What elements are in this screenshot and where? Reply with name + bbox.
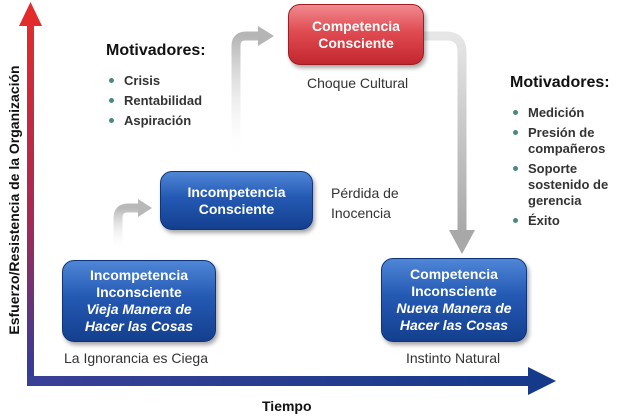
connector-3-head — [449, 230, 475, 254]
box-line: Incompetencia — [89, 267, 189, 283]
caption-conscious-incompetence: Pérdida de Inocencia — [331, 183, 399, 223]
box-line: Competencia — [312, 17, 400, 34]
y-axis-arrow — [19, 2, 42, 384]
list-item: Medición — [511, 105, 621, 121]
x-axis-shaft — [27, 376, 532, 386]
y-axis-arrowhead — [19, 2, 42, 26]
box-line-italic: Nueva Manera de — [396, 300, 512, 316]
connector-2-path — [231, 31, 260, 160]
box-line: Inconsciente — [411, 283, 497, 299]
connector-1-path — [113, 203, 140, 250]
caption-line: Inocencia — [331, 205, 391, 221]
box-line-italic: Hacer las Cosas — [399, 317, 509, 333]
motivators-left-list: Crisis Rentabilidad Aspiración — [107, 73, 237, 133]
list-item: Éxito — [511, 213, 621, 229]
box-line: Incompetencia — [187, 183, 286, 200]
x-axis-arrow — [27, 367, 556, 395]
box-unconscious-competence: Competencia Inconsciente Nueva Manera de… — [381, 258, 527, 342]
motivators-right-list: Medición Presión de compañeros Soporte s… — [511, 105, 621, 233]
y-axis-label: Esfuerzo/Resistencia de la Organización — [6, 65, 22, 335]
x-axis-label: Tiempo — [262, 398, 312, 414]
box-conscious-competence: Competencia Consciente — [288, 4, 424, 65]
connector-arrow-1 — [113, 199, 152, 250]
list-item: Rentabilidad — [107, 93, 237, 109]
y-axis-shaft — [27, 22, 34, 384]
x-axis-arrowhead — [528, 367, 556, 395]
connector-2-head — [258, 26, 274, 46]
box-line: Consciente — [318, 34, 394, 51]
box-line: Competencia — [410, 266, 498, 282]
list-item: Presión de compañeros — [511, 125, 621, 157]
box-conscious-incompetence: Incompetencia Consciente — [160, 171, 313, 230]
caption-unconscious-competence: Instinto Natural — [406, 350, 501, 366]
motivators-left-title: Motivadores: — [106, 42, 206, 59]
box-line: Inconsciente — [96, 284, 182, 300]
list-item: Aspiración — [107, 113, 237, 129]
caption-line: Pérdida de — [331, 185, 399, 201]
connector-3-path — [424, 31, 467, 232]
list-item: Crisis — [107, 73, 237, 89]
motivators-right-title: Motivadores: — [510, 74, 610, 91]
connector-arrow-2 — [231, 26, 274, 160]
connector-1-head — [138, 199, 152, 217]
box-unconscious-incompetence: Incompetencia Inconsciente Vieja Manera … — [62, 260, 216, 342]
caption-unconscious-incompetence: La Ignorancia es Ciega — [64, 350, 208, 366]
box-line: Consciente — [198, 200, 275, 217]
connector-arrow-3 — [424, 31, 475, 254]
list-item: Soporte sostenido de gerencia — [511, 161, 621, 209]
box-line-italic: Vieja Manera de — [86, 301, 192, 317]
caption-conscious-competence: Choque Cultural — [307, 75, 409, 91]
box-line-italic: Hacer las Cosas — [84, 318, 194, 334]
